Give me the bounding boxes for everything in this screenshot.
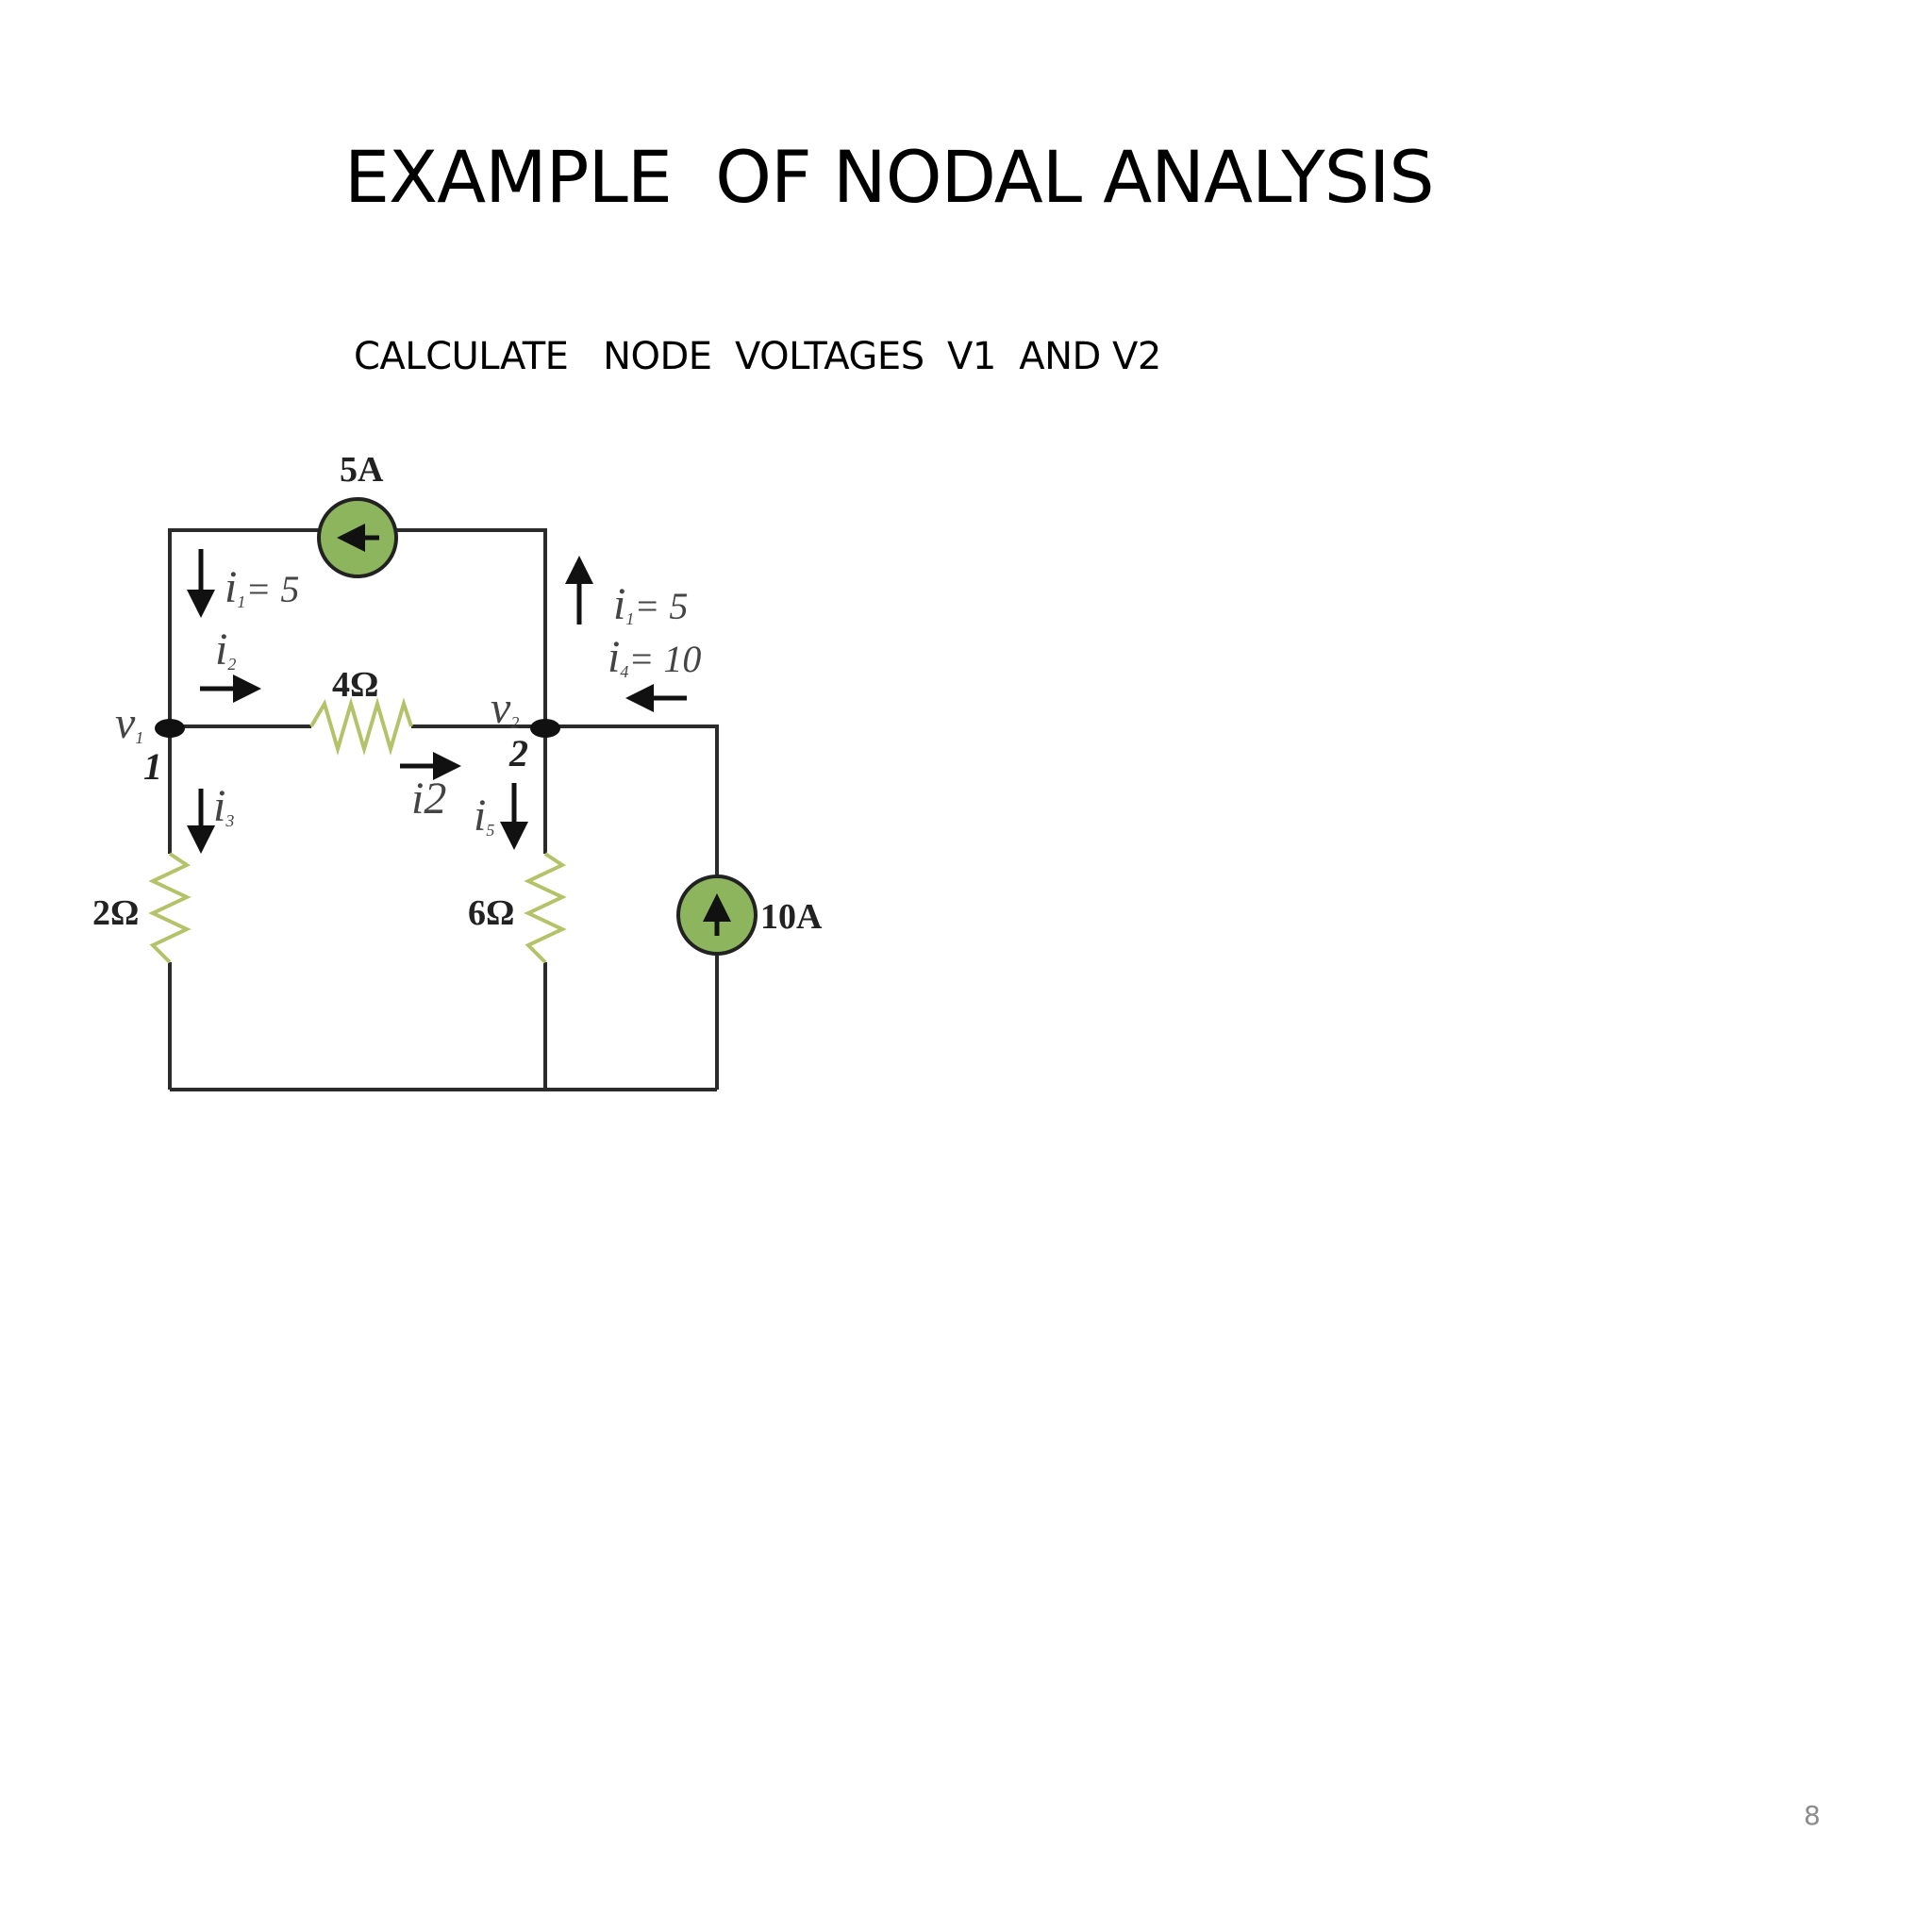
label-5a: 5A	[340, 450, 384, 490]
wire-top-left	[168, 528, 319, 726]
label-6ohm: 6Ω	[468, 893, 514, 933]
slide-subtitle: CALCULATE NODE VOLTAGES V1 AND V2	[354, 335, 1161, 378]
resistor-6ohm	[524, 852, 567, 964]
label-node1: 1	[143, 745, 162, 788]
label-i1-left: i1= 5	[225, 562, 299, 612]
label-i1-right: i1= 5	[613, 579, 688, 629]
label-i2-bottom: i2	[411, 774, 446, 824]
page-number: 8	[1804, 1800, 1821, 1831]
node-1-dot	[155, 719, 185, 738]
resistor-4ohm	[309, 696, 413, 757]
label-i4-right: i4= 10	[608, 632, 701, 682]
label-i3: i3	[213, 781, 234, 831]
label-2ohm: 2Ω	[92, 893, 139, 933]
label-i2-top: i2	[215, 625, 236, 675]
node-2-dot	[530, 719, 560, 738]
current-source-10a	[676, 874, 758, 956]
wire-top-right	[396, 528, 547, 726]
resistor-2ohm	[148, 852, 192, 964]
label-node2: 2	[508, 732, 528, 774]
circuit-wires	[168, 528, 719, 1091]
label-i5: i5	[474, 791, 494, 841]
label-v1: v1	[115, 698, 143, 748]
slide-title: EXAMPLE OF NODAL ANALYSIS	[344, 135, 1435, 219]
label-v2: v2	[491, 683, 519, 733]
label-10a: 10A	[760, 897, 823, 937]
current-source-5a	[317, 497, 398, 578]
wire-node2-to-10a	[545, 724, 719, 875]
current-arrows	[187, 549, 687, 854]
label-4ohm: 4Ω	[332, 665, 378, 705]
